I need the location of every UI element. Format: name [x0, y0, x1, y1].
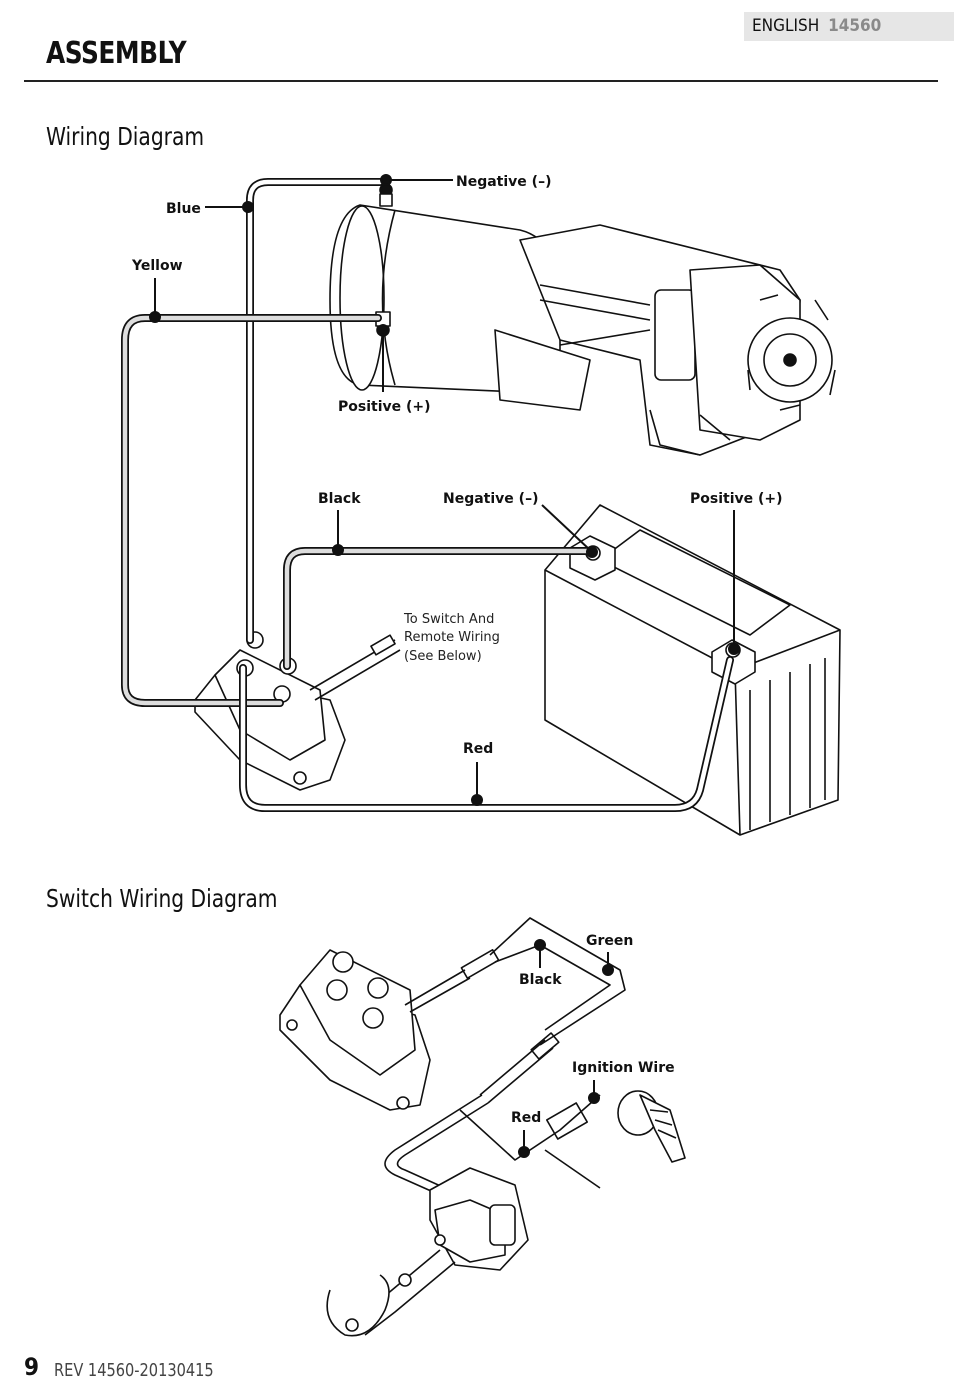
remote-switch-illustration	[326, 1167, 529, 1337]
callout-dot-switch-green	[602, 964, 614, 976]
note-line-3: (See Below)	[404, 649, 482, 664]
switch-wiring-diagram-title: Switch Wiring Diagram	[46, 884, 278, 913]
top-callouts	[149, 174, 740, 806]
label-black: Black	[318, 491, 361, 507]
page-number: 9	[24, 1353, 40, 1381]
label-switch-green: Green	[586, 933, 633, 949]
model-number: 14560	[828, 16, 882, 36]
ignition-key-illustration	[617, 1090, 686, 1163]
callout-line-negative-battery	[541, 504, 591, 551]
winch-illustration	[329, 183, 836, 456]
callout-dot-black	[332, 544, 344, 556]
solenoid-illustration	[194, 631, 401, 791]
label-negative-battery: Negative (–)	[443, 491, 538, 507]
callout-dot-negative-motor	[380, 174, 392, 186]
label-yellow: Yellow	[131, 258, 183, 274]
callout-dot-switch-red	[518, 1146, 530, 1158]
switch-solenoid-illustration	[279, 949, 431, 1111]
label-switch-red: Red	[511, 1110, 541, 1126]
callout-dot-switch-black	[534, 939, 546, 951]
callout-dot-positive-battery	[728, 643, 740, 655]
callout-dot-ignition	[588, 1092, 600, 1104]
callout-dot-negative-battery	[586, 546, 598, 558]
top-wires	[121, 178, 734, 812]
callout-dot-red	[471, 794, 483, 806]
label-switch-black: Black	[519, 972, 562, 988]
language-tag: ENGLISH 14560	[744, 12, 954, 41]
note-line-1: To Switch And	[403, 612, 494, 627]
label-positive-battery: Positive (+)	[690, 491, 783, 507]
callout-dot-yellow	[149, 311, 161, 323]
wiring-diagram-title: Wiring Diagram	[46, 122, 205, 151]
revision-code: REV 14560-20130415	[54, 1360, 214, 1381]
language-label: ENGLISH	[752, 16, 820, 36]
header-rule	[24, 80, 938, 82]
section-title: ASSEMBLY	[46, 36, 187, 71]
label-red: Red	[463, 741, 493, 757]
callout-dot-positive-motor	[377, 324, 389, 336]
label-ignition-wire: Ignition Wire	[572, 1060, 675, 1076]
label-blue: Blue	[166, 201, 201, 217]
label-positive-motor: Positive (+)	[338, 399, 431, 415]
label-negative-motor: Negative (–)	[456, 174, 551, 190]
callout-dot-blue	[242, 201, 254, 213]
switch-callouts	[518, 939, 614, 1158]
note-line-2: Remote Wiring	[404, 630, 500, 645]
switch-wires	[384, 917, 626, 1196]
